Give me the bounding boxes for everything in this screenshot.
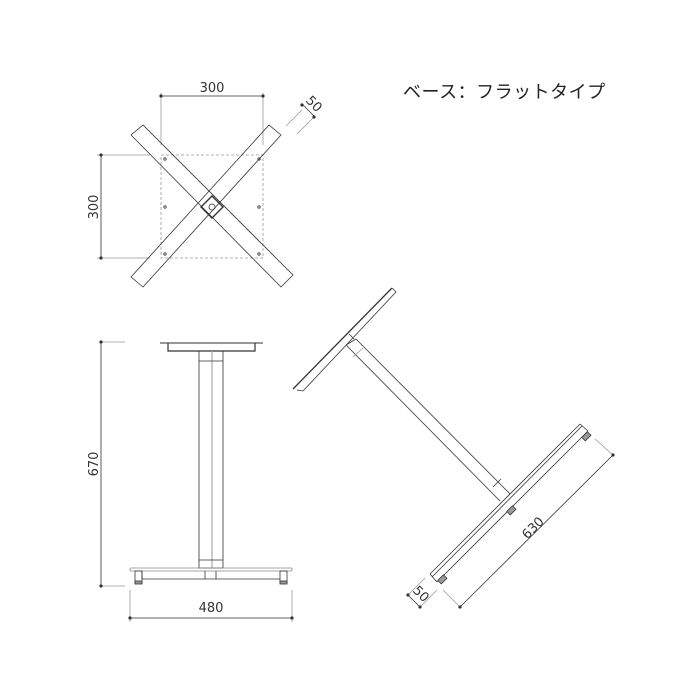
side-height-dimension: 670: [87, 452, 102, 477]
base-type-title: ベース：フラットタイプ: [403, 82, 606, 103]
side-base-width-dimension: 480: [199, 601, 224, 616]
top-width-dimension: 300: [200, 81, 225, 96]
rotated-bar-width-dimension: 50: [409, 583, 431, 605]
top-view: [97, 93, 316, 288]
rotated-view: [292, 287, 615, 609]
rotated-length-dimension: 630: [519, 514, 547, 542]
side-view: [99, 340, 294, 622]
top-bar-width-dimension: 50: [302, 93, 324, 115]
top-height-dimension: 300: [87, 195, 102, 220]
